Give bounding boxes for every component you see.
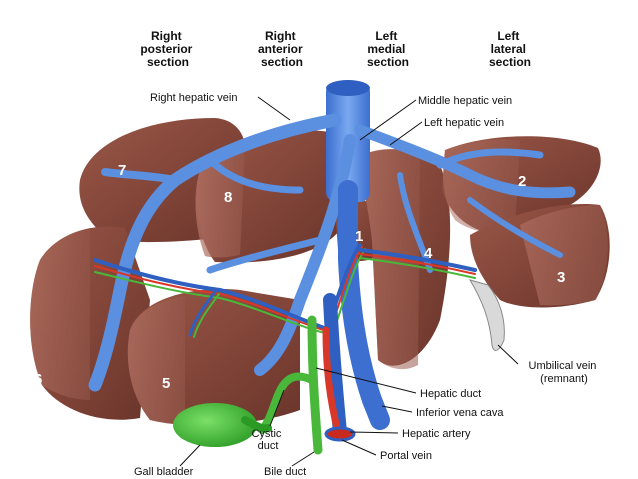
hepatic-artery [322,326,342,436]
segment-number-2: 2 [518,173,526,190]
header-left-medial: Left medial section [367,29,409,69]
gallbladder [173,403,257,447]
label-umbilical-vein: Umbilical vein (remnant) [529,360,600,385]
section-headers: Right posterior section Right anterior s… [140,29,531,69]
label-left-hepatic-vein: Left hepatic vein [424,117,504,129]
segment-number-6: 6 [34,371,42,388]
header-right-anterior: Right anterior section [258,29,306,69]
cystic-duct [258,372,316,434]
segment-number-5: 5 [162,375,170,392]
label-right-hepatic-vein: Right hepatic vein [150,92,237,104]
portal-triad-branches [93,243,477,338]
label-cystic-duct: Cystic duct [251,428,284,452]
bile-duct [307,315,323,455]
header-right-posterior: Right posterior section [140,29,195,69]
label-portal-vein: Portal vein [380,450,432,462]
label-gall-bladder: Gall bladder [134,466,194,478]
segment-number-7: 7 [118,162,126,179]
right-hepatic-vein [88,113,342,392]
segment-numbers: 7 8 1 4 2 3 6 5 [34,162,565,392]
segment-number-1: 1 [355,228,363,245]
header-left-lateral: Left lateral section [489,29,531,69]
segment-number-3: 3 [557,269,565,286]
hepatic-veins [88,80,576,430]
labels: Right hepatic vein Middle hepatic vein L… [134,92,600,478]
label-middle-hepatic-vein: Middle hepatic vein [418,95,512,107]
left-hepatic-vein [354,124,576,199]
label-bile-duct: Bile duct [264,466,306,478]
label-hepatic-artery: Hepatic artery [402,428,471,440]
segment-number-8: 8 [224,189,232,206]
segment-number-4: 4 [424,245,433,262]
label-hepatic-duct: Hepatic duct [420,388,481,400]
portal-vein [323,293,347,439]
hilar-vessels [258,293,356,455]
umbilical-vein-remnant [468,279,505,351]
label-inferior-vena-cava: Inferior vena cava [416,407,504,419]
